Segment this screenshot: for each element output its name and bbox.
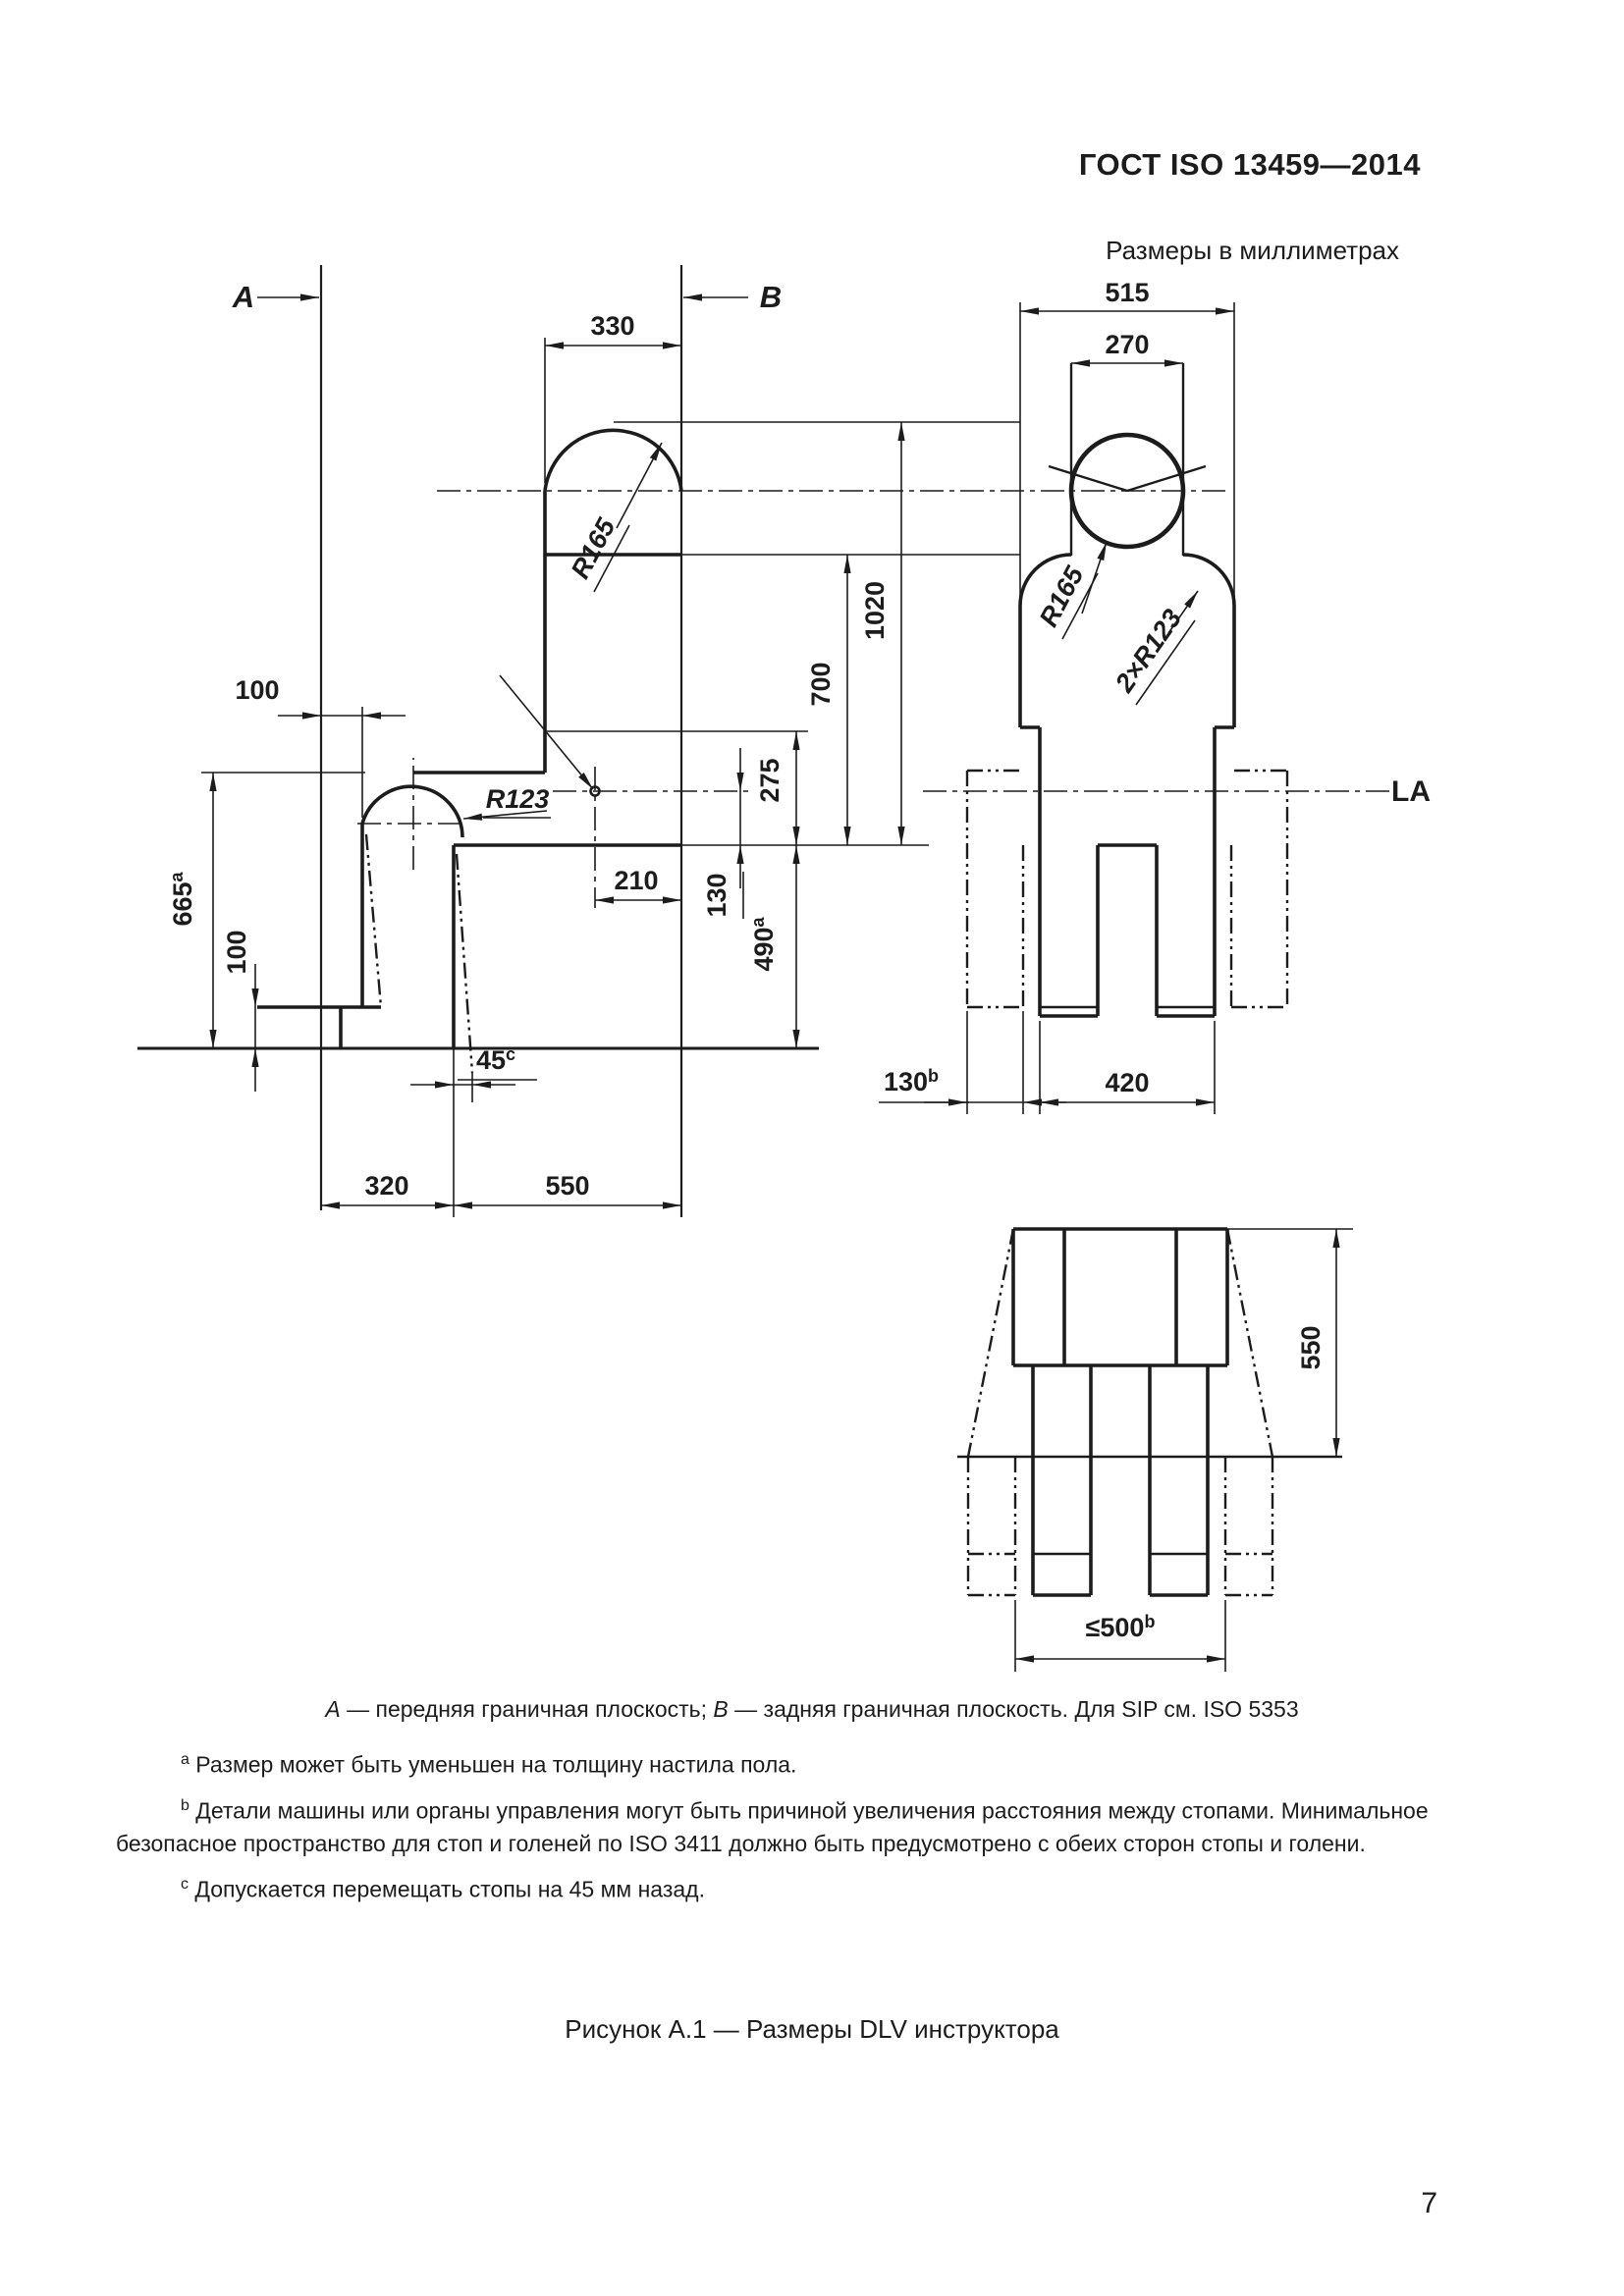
dimension-label: 130b: [884, 1066, 939, 1096]
dimension-label: 2×R123: [1109, 604, 1187, 698]
dimension-arrowhead: [1071, 359, 1090, 367]
dimension-arrowhead: [736, 845, 744, 864]
dimension-arrowhead: [1216, 307, 1234, 315]
dimension-label: LA: [1391, 775, 1431, 808]
outline-arc: [360, 784, 464, 838]
figure-caption: Рисунок А.1 — Размеры DLV инструктора: [565, 2014, 1059, 2044]
dimension-label: 130: [702, 873, 731, 917]
phantom-line: [455, 853, 474, 1074]
dimension-arrowhead: [1332, 1229, 1340, 1248]
drawing-line: [1048, 464, 1128, 493]
dimension-arrowhead: [649, 443, 662, 461]
dimension-label: 270: [1105, 330, 1149, 359]
dimension-arrowhead: [1332, 1438, 1340, 1457]
dimension-arrowhead: [1184, 591, 1198, 609]
dimension-arrowhead: [663, 896, 681, 904]
dimension-label: 420: [1105, 1068, 1149, 1097]
dimension-label: 700: [806, 662, 836, 706]
dimension-arrowhead: [843, 827, 851, 845]
dimension-arrowhead: [1196, 1098, 1215, 1106]
dimension-label: R123: [486, 784, 550, 814]
dimension-label: R165: [1034, 561, 1090, 631]
dimension-label: 100: [235, 675, 279, 705]
outline-arc: [543, 428, 683, 492]
dimension-label: 490a: [748, 916, 779, 971]
dimension-arrowhead: [578, 773, 593, 789]
outline-arc: [1018, 553, 1072, 607]
dimension-arrowhead: [792, 845, 800, 864]
footnote-b: b Детали машины или органы управления мо…: [116, 1796, 1429, 1857]
legend-part: А: [325, 1696, 341, 1722]
phantom-line: [364, 833, 383, 1008]
phantom-line: [966, 1228, 1015, 1458]
units-note: Размеры в миллиметрах: [1106, 236, 1399, 265]
dimension-arrowhead: [302, 712, 321, 720]
dimension-arrowhead: [683, 294, 702, 301]
dimension-arrowhead: [843, 555, 851, 573]
dimension-label: 100: [222, 930, 251, 974]
dimension-arrowhead: [792, 731, 800, 750]
dimension-label: A: [232, 280, 254, 314]
dimension-label: 320: [364, 1171, 408, 1201]
dimension-arrowhead: [1020, 307, 1039, 315]
dimension-arrowhead: [463, 813, 483, 821]
dimension-arrowhead: [1023, 1098, 1042, 1106]
drawing-circle: [1068, 432, 1186, 550]
drawing-line: [1126, 464, 1207, 493]
phantom-line: [1225, 1228, 1274, 1458]
dimension-arrowhead: [472, 1081, 491, 1089]
dimension-arrowhead: [1164, 359, 1183, 367]
dimension-arrowhead: [595, 896, 614, 904]
dimension-arrowhead: [545, 342, 564, 349]
dimension-arrowhead: [736, 773, 744, 791]
dimension-label: 45c: [476, 1044, 515, 1075]
footnote-a: a Размер может быть уменьшен на толщину …: [181, 1751, 797, 1778]
dimension-arrowhead: [1015, 1655, 1034, 1663]
dimension-label: 330: [590, 311, 634, 341]
legend-part: В: [713, 1696, 729, 1722]
outline-arc: [1182, 553, 1236, 607]
dimension-label: 665a: [167, 871, 197, 926]
dimension-label: B: [760, 280, 782, 314]
leader-line: [499, 674, 594, 790]
footnote-c: c Допускается перемещать стопы на 45 мм …: [181, 1876, 705, 1902]
drawing-line: [1135, 619, 1196, 706]
dimension-arrowhead: [1097, 542, 1107, 561]
dimension-label: 275: [755, 758, 785, 802]
dimension-arrowhead: [251, 988, 259, 1007]
page-number: 7: [1421, 2187, 1437, 2219]
drawing-circle: [589, 785, 601, 797]
dimension-arrowhead: [792, 1030, 800, 1048]
dimension-label: ≤500b: [1086, 1612, 1156, 1642]
dimension-label: 515: [1105, 278, 1149, 307]
dimension-arrowhead: [435, 1081, 454, 1089]
dimension-arrowhead: [300, 294, 319, 301]
dimension-arrowhead: [897, 422, 905, 441]
dimension-arrowhead: [209, 1030, 217, 1048]
legend-part: — задняя граничная плоскость. Для SIP см…: [728, 1696, 1299, 1722]
legend-part: — передняя граничная плоскость;: [340, 1696, 714, 1722]
dimension-arrowhead: [897, 827, 905, 845]
dimension-arrowhead: [1207, 1655, 1225, 1663]
dimension-label: 210: [614, 866, 658, 895]
drawing-line: [593, 524, 630, 593]
dimension-label: 550: [1296, 1325, 1326, 1369]
dimension-arrowhead: [362, 712, 381, 720]
dimension-arrowhead: [435, 1201, 454, 1209]
dimension-arrowhead: [792, 827, 800, 845]
dimension-arrowhead: [454, 1201, 472, 1209]
dimension-arrowhead: [251, 1048, 259, 1067]
footnotes: a Размер может быть уменьшен на толщину …: [116, 1743, 1512, 1914]
dimension-arrowhead: [663, 1201, 681, 1209]
dimension-arrowhead: [209, 773, 217, 791]
dimension-label: 1020: [860, 581, 890, 640]
dimension-label: 550: [545, 1171, 589, 1201]
dimension-arrowhead: [321, 1201, 340, 1209]
page-header: ГОСТ ISO 13459—2014: [1078, 147, 1421, 182]
dimension-arrowhead: [663, 342, 681, 349]
figure-legend: А — передняя граничная плоскость; В — за…: [0, 1696, 1624, 1723]
dimension-arrowhead: [948, 1098, 967, 1106]
dimension-label: R165: [566, 512, 622, 583]
